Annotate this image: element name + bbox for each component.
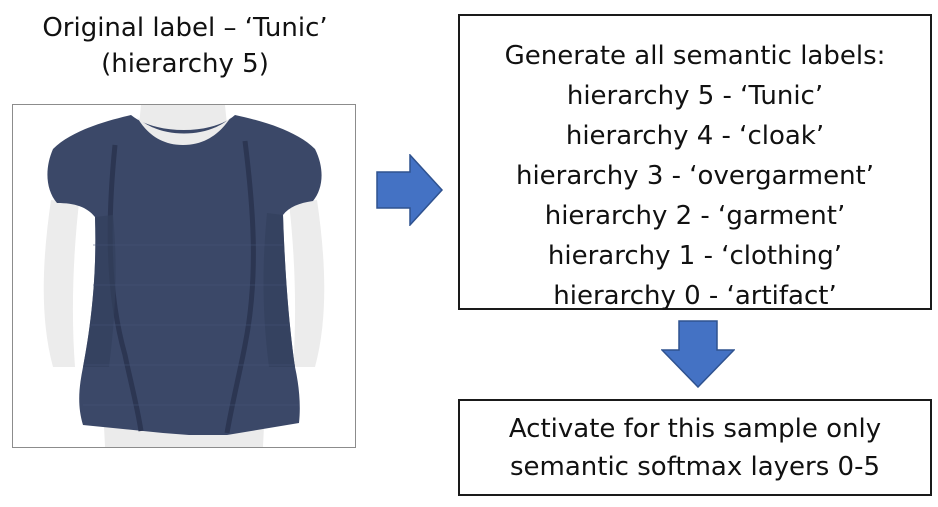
- original-label-line2: (hierarchy 5): [101, 49, 269, 79]
- activate-line1: Activate for this sample only: [508, 414, 882, 444]
- tunic-photo: [12, 104, 356, 448]
- label-hierarchy-5: hierarchy 5 - ‘Tunic’: [566, 81, 824, 111]
- label-hierarchy-4: hierarchy 4 - ‘cloak’: [565, 121, 825, 151]
- garment-texture: [83, 244, 299, 406]
- original-label-line1: Original label – ‘Tunic’: [42, 13, 328, 43]
- mannequin-left-arm: [43, 200, 79, 367]
- label-hierarchy-2: hierarchy 2 - ‘garment’: [544, 201, 846, 231]
- activate-line2: semantic softmax layers 0-5: [509, 452, 881, 482]
- garment-neckline: [137, 117, 231, 145]
- activate-softmax-box: Activate for this sample only semantic s…: [458, 399, 932, 496]
- label-hierarchy-1: hierarchy 1 - ‘clothing’: [547, 241, 843, 271]
- labels-heading: Generate all semantic labels:: [504, 41, 886, 71]
- mannequin-neck: [139, 105, 227, 134]
- semantic-labels-box: Generate all semantic labels: hierarchy …: [458, 14, 932, 311]
- garment-shade-left: [83, 215, 116, 367]
- tunic-illustration: [43, 105, 325, 447]
- original-label: Original label – ‘Tunic’ (hierarchy 5): [15, 10, 355, 82]
- label-hierarchy-3: hierarchy 3 - ‘overgarment’: [515, 161, 875, 191]
- right-arrow-icon: [376, 154, 444, 226]
- label-hierarchy-0: hierarchy 0 - ‘artifact’: [553, 281, 837, 311]
- garment-fold-right: [224, 140, 256, 434]
- garment-shade-right: [263, 213, 295, 367]
- down-arrow-icon: [661, 320, 735, 388]
- garment-fold-left: [107, 144, 144, 432]
- mannequin-right-arm: [289, 200, 325, 367]
